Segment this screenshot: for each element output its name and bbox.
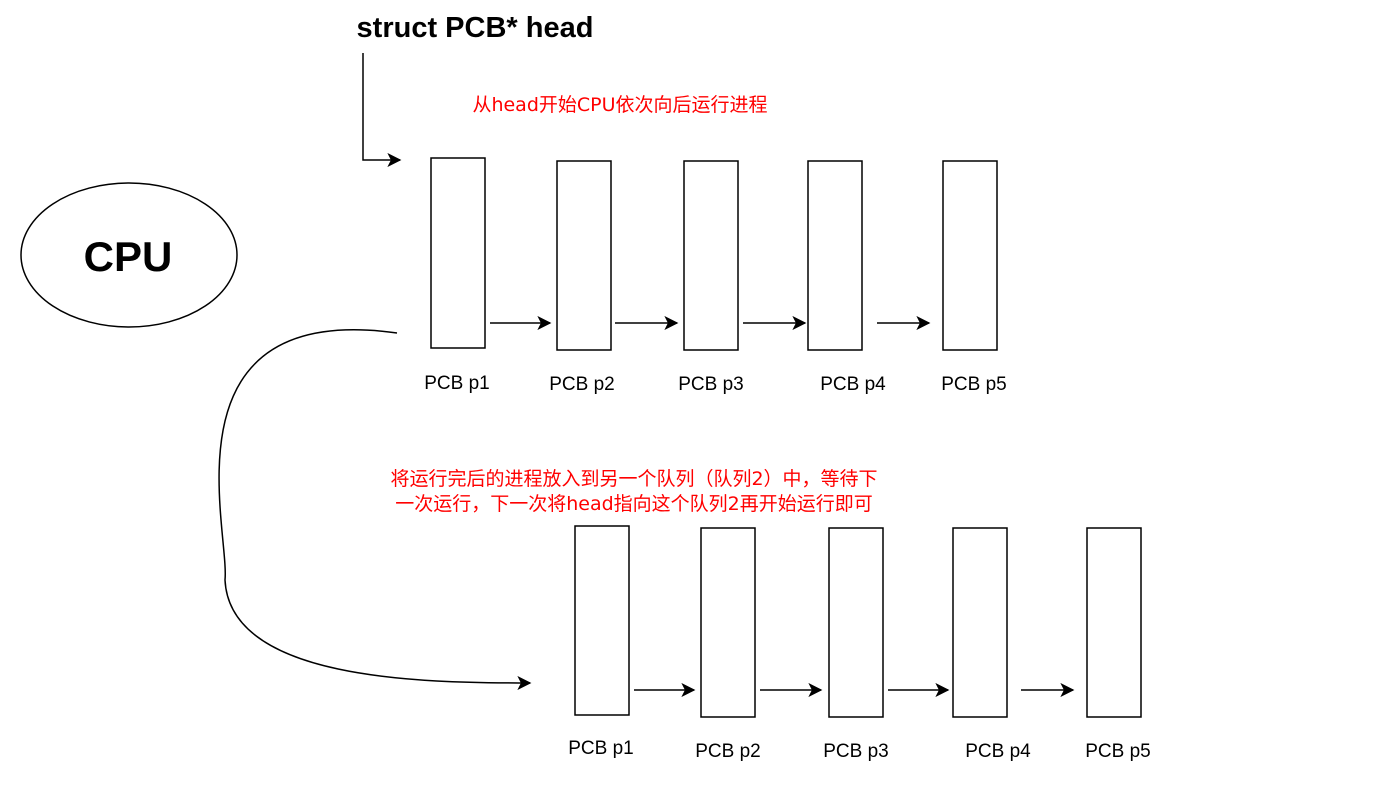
queue-1-pcb-label-4: PCB p4 [820, 374, 886, 395]
queue-2-pcb-label-2: PCB p2 [695, 741, 760, 762]
cpu-node: CPU [20, 182, 238, 328]
queue-2-pcb-box-2 [700, 527, 756, 718]
queue-2-pcb-box-1 [574, 525, 630, 716]
queue-1: PCB p1 PCB p2 PCB p3 PCB p4 PCB p5 [424, 157, 1007, 395]
queue-note-top: 从head开始CPU依次向后运行进程 [472, 94, 767, 116]
queue-2-pcb-label-1: PCB p1 [568, 738, 633, 759]
queue-1-pcb-box-1 [430, 157, 486, 349]
queue-note-bottom-line-2: 一次运行，下一次将head指向这个队列2再开始运行即可 [395, 493, 873, 515]
queue-1-pcb-label-3: PCB p3 [678, 374, 743, 395]
queue-2-pcb-box-5 [1086, 527, 1142, 718]
queue-1-pcb-box-3 [683, 160, 739, 351]
queue-1-pcb-box-2 [556, 160, 612, 351]
cpu-label: CPU [84, 233, 173, 280]
queue-2-pcb-box-3 [828, 527, 884, 718]
queue-1-pcb-box-4 [807, 160, 863, 351]
queue-1-pcb-label-1: PCB p1 [424, 373, 489, 394]
cpu-ellipse [20, 182, 238, 328]
queue-2: PCB p1 PCB p2 PCB p3 PCB p4 PCB p5 [568, 525, 1151, 762]
queue-2-pcb-box-4 [952, 527, 1008, 718]
queue-1-pcb-label-2: PCB p2 [549, 374, 614, 395]
queue-2-pcb-label-5: PCB p5 [1085, 741, 1150, 762]
queue-note-bottom: 将运行完后的进程放入到另一个队列（队列2）中，等待下 一次运行，下一次将head… [390, 468, 877, 515]
queue-note-bottom-line-1: 将运行完后的进程放入到另一个队列（队列2）中，等待下 [390, 468, 877, 490]
queue-2-pcb-label-3: PCB p3 [823, 741, 888, 762]
queue-2-pcb-label-4: PCB p4 [965, 741, 1031, 762]
queue-1-pcb-label-5: PCB p5 [941, 374, 1006, 395]
transfer-curve-arrow [218, 329, 532, 690]
queue-1-pcb-box-5 [942, 160, 998, 351]
head-pointer-arrow [362, 53, 402, 167]
head-pointer-label: struct PCB* head [357, 12, 594, 44]
